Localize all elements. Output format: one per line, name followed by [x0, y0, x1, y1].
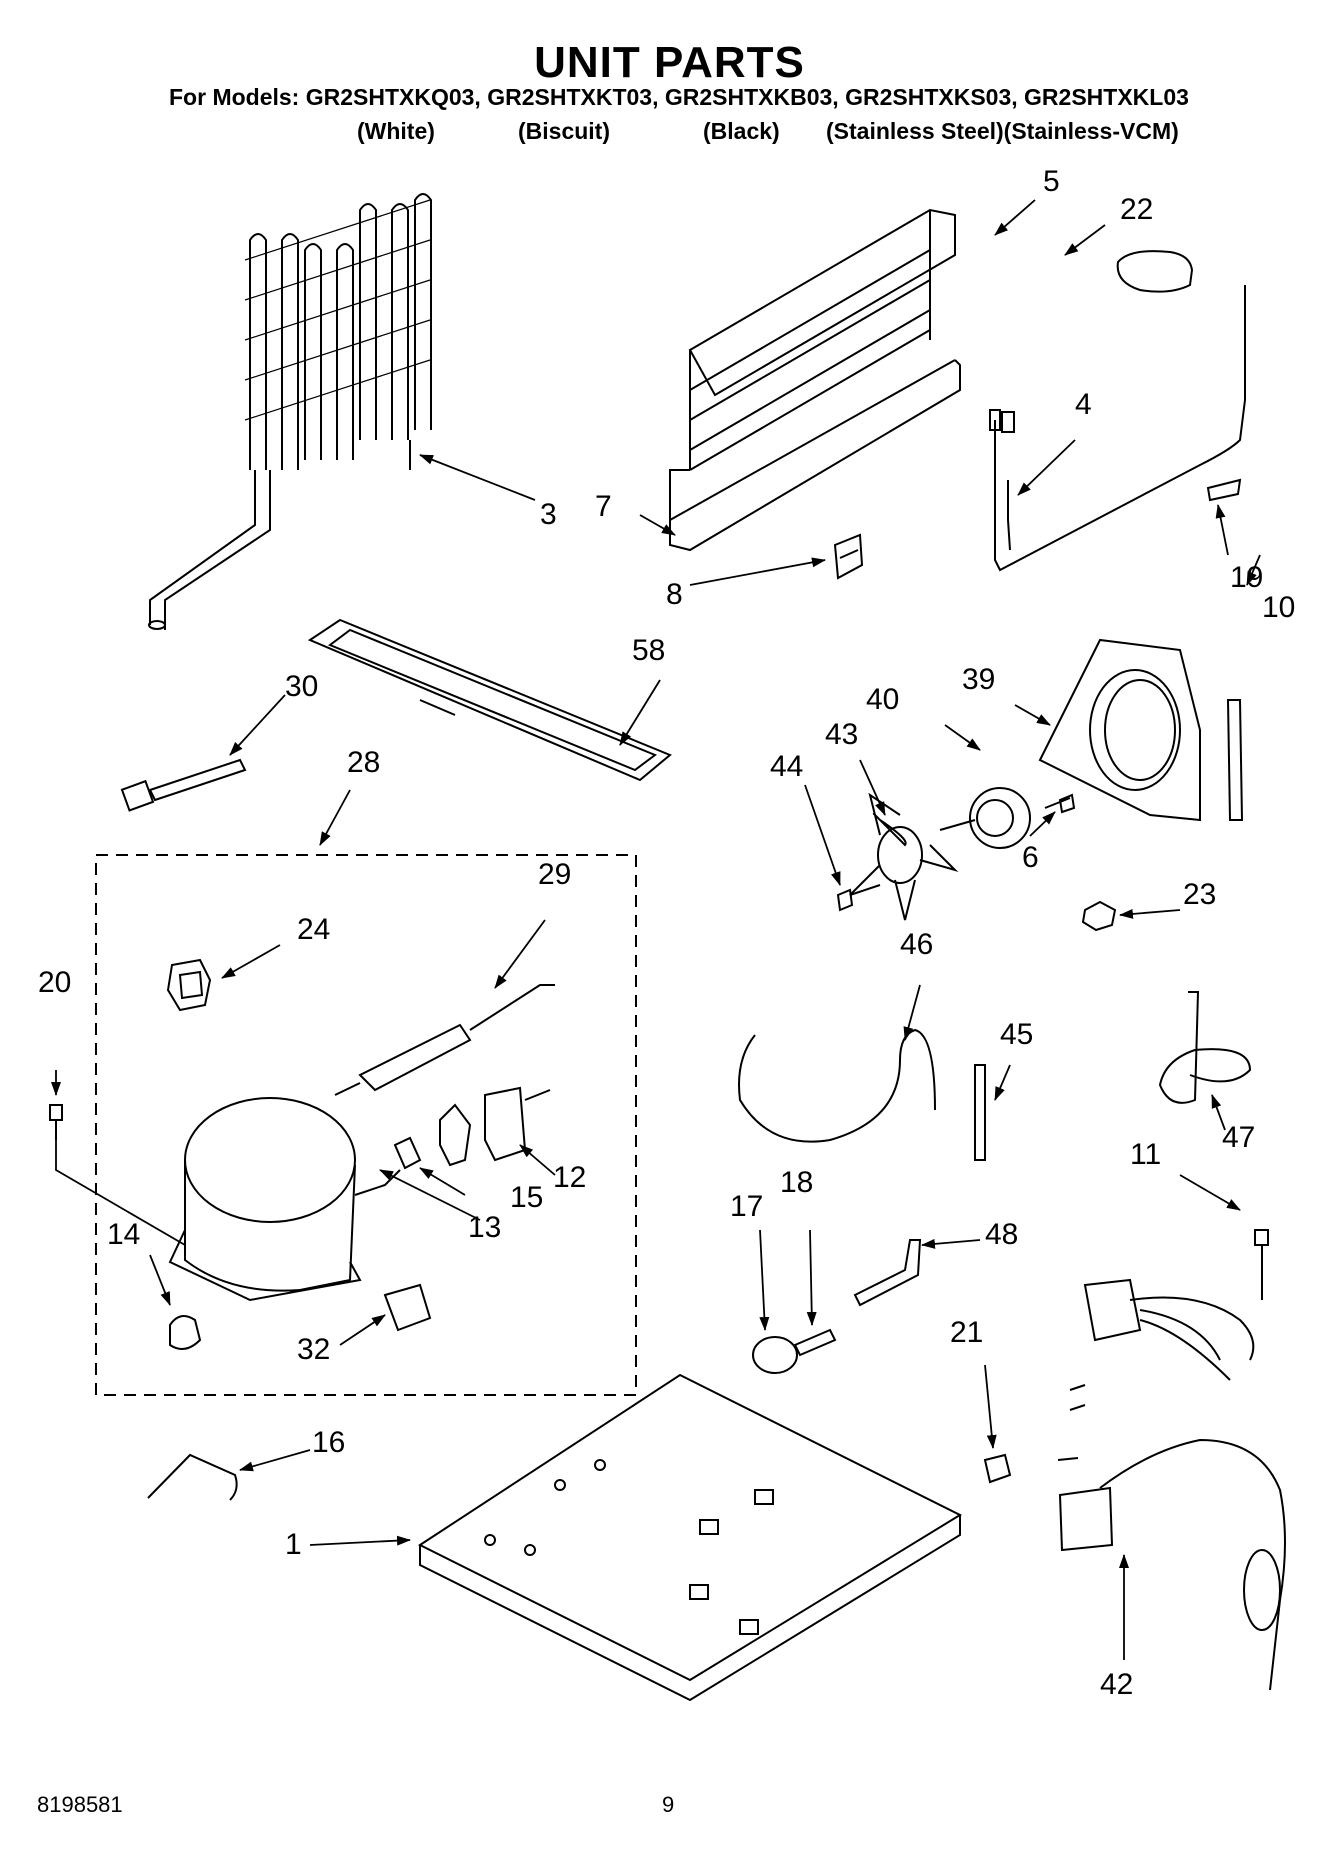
- callout-29: 29: [538, 858, 572, 891]
- callout-43: 43: [825, 718, 859, 751]
- callout-8: 8: [666, 578, 683, 611]
- callout-7: 7: [595, 490, 612, 523]
- tube-48: [853, 1239, 922, 1307]
- callout-14: 14: [107, 1218, 141, 1251]
- fan-assembly: [836, 787, 1076, 921]
- variant-white: (White): [357, 118, 435, 144]
- sealed-system-box: [95, 854, 637, 1396]
- variant-black: (Black): [703, 118, 780, 144]
- callout-19: 19: [1230, 561, 1264, 594]
- callout-15: 15: [510, 1181, 544, 1214]
- callout-58: 58: [632, 634, 666, 667]
- wiring-harness: [1057, 1278, 1286, 1691]
- callout-22: 22: [1120, 193, 1154, 226]
- cable-tie: [120, 758, 247, 812]
- callout-28: 28: [347, 746, 381, 779]
- relay-cover: [166, 958, 212, 1012]
- callout-47: 47: [1222, 1121, 1256, 1154]
- callout-5: 5: [1043, 165, 1060, 198]
- callout-11: 11: [1130, 1138, 1162, 1171]
- cap-part: [1116, 250, 1194, 293]
- start-components: [393, 1086, 551, 1170]
- callout-3: 3: [540, 498, 557, 531]
- compressor-grommet: [169, 1315, 202, 1350]
- callout-1: 1: [285, 1528, 302, 1561]
- callout-17: 17: [730, 1190, 764, 1223]
- base-plate: [417, 1373, 963, 1702]
- compressor: [168, 1097, 401, 1302]
- page-number: 9: [662, 1792, 675, 1817]
- callout-16: 16: [312, 1426, 346, 1459]
- roller-17: [752, 1336, 798, 1374]
- page-title: UNIT PARTS: [534, 38, 805, 87]
- callout-20: 20: [38, 966, 72, 999]
- screw-20: [49, 1104, 63, 1140]
- drain-pan: [307, 618, 672, 782]
- callout-23: 23: [1183, 878, 1217, 911]
- callout-13: 13: [468, 1211, 502, 1244]
- doc-number: 8198581: [37, 1792, 123, 1817]
- callout-4: 4: [1075, 388, 1092, 421]
- evaporator-coil: [669, 208, 961, 552]
- callout-12: 12: [553, 1161, 587, 1194]
- clip-part: [833, 533, 864, 580]
- tube-46: [738, 1028, 936, 1143]
- gasket-strip: [1226, 699, 1244, 821]
- filter-dryer: [334, 984, 555, 1096]
- variant-biscuit: (Biscuit): [518, 118, 610, 144]
- leader-20-line: [55, 1140, 186, 1246]
- callout-44: 44: [770, 750, 804, 783]
- axle-18: [793, 1328, 837, 1357]
- nut-21: [983, 1453, 1012, 1484]
- callout-24: 24: [297, 913, 331, 946]
- callout-45: 45: [1000, 1018, 1034, 1051]
- callout-32: 32: [297, 1333, 331, 1366]
- variant-stainless: (Stainless Steel)(Stainless-VCM): [826, 118, 1179, 144]
- callout-30: 30: [285, 670, 319, 703]
- pin-45: [974, 1064, 986, 1161]
- run-capacitor: [383, 1283, 432, 1332]
- clip-16: [147, 1453, 238, 1501]
- screw-11: [1254, 1229, 1269, 1300]
- callout-39: 39: [962, 663, 996, 696]
- tube-47: [1158, 991, 1252, 1104]
- callout-40: 40: [866, 683, 900, 716]
- fan-shroud: [1038, 638, 1201, 822]
- condenser-coil: [148, 193, 432, 630]
- callout-48: 48: [985, 1218, 1019, 1251]
- models-line: For Models: GR2SHTXKQ03, GR2SHTXKT03, GR…: [169, 84, 1189, 110]
- callout-46: 46: [900, 928, 934, 961]
- callout-21: 21: [950, 1316, 984, 1349]
- thermistor-wire: [989, 285, 1246, 572]
- callout-6: 6: [1022, 841, 1039, 874]
- grommet-part: [1081, 900, 1117, 932]
- callout-42: 42: [1100, 1668, 1134, 1701]
- callout-10: 10: [1262, 591, 1296, 624]
- callout-18: 18: [780, 1166, 814, 1199]
- leader-arrows: [51, 199, 1261, 1660]
